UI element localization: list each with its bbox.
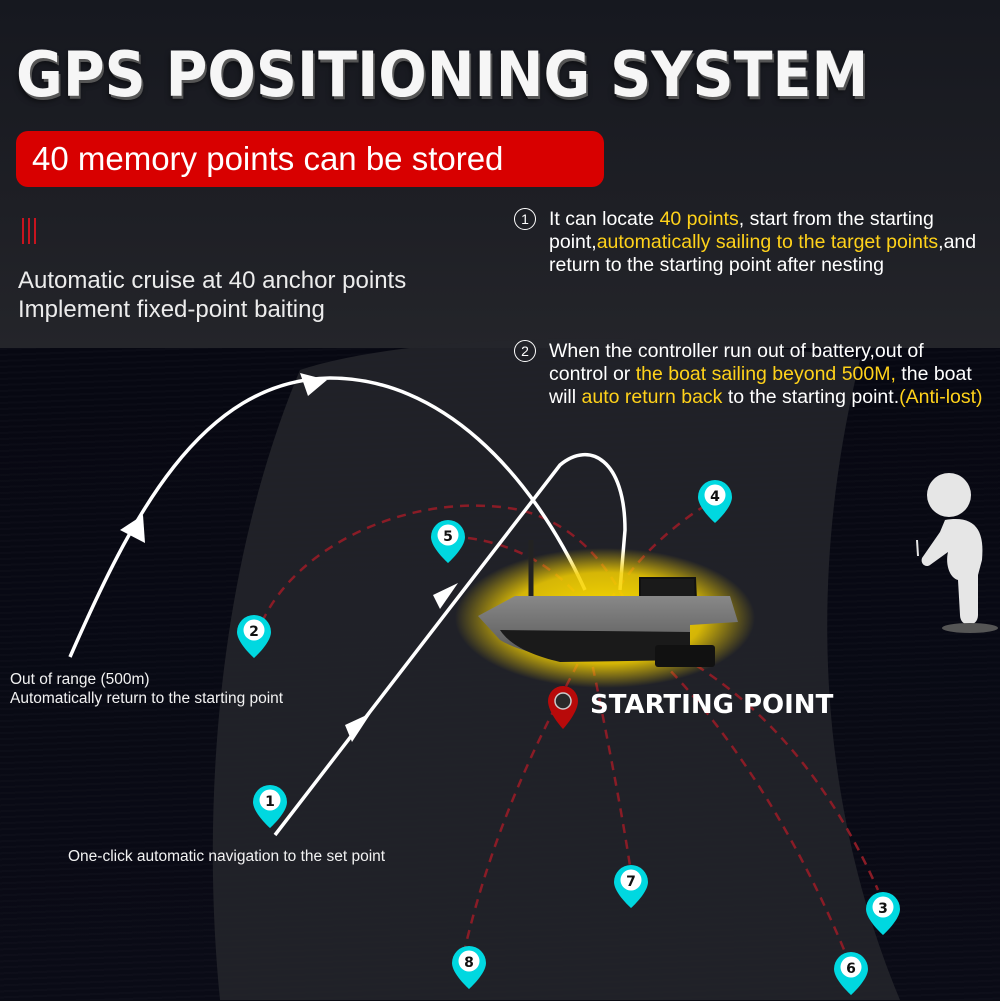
- page-title: GPS POSITIONING SYSTEM: [16, 38, 869, 111]
- boat-image: [455, 540, 755, 688]
- operator-figure-icon: [916, 473, 998, 633]
- waypoint-pin-5: 5: [443, 529, 453, 545]
- starting-point-label: STARTING POINT: [590, 690, 834, 720]
- cruise-line-1: Automatic cruise at 40 anchor points: [18, 267, 407, 294]
- waypoint-pin-8: 8: [464, 955, 474, 971]
- cruise-description: Automatic cruise at 40 anchor points Imp…: [18, 266, 406, 324]
- decorative-bars-icon: [22, 218, 38, 244]
- cruise-line-2: Implement fixed-point baiting: [18, 296, 325, 323]
- feature-2-text: When the controller run out of battery,o…: [549, 340, 983, 408]
- waypoint-pin-6: 6: [846, 961, 856, 977]
- out-of-range-label: Out of range (500m) Automatically return…: [10, 671, 284, 707]
- starting-point-pin-icon: [548, 686, 578, 729]
- memory-points-badge: 40 memory points can be stored: [16, 131, 604, 187]
- feature-1-text: It can locate 40 points, start from the …: [549, 208, 977, 276]
- one-click-label: One-click automatic navigation to the se…: [68, 848, 386, 865]
- waypoint-pin-4: 4: [710, 489, 720, 505]
- feature-2: 2 When the controller run out of battery…: [514, 340, 984, 409]
- waypoint-pin-7: 7: [626, 874, 636, 890]
- waypoint-pin-2: 2: [249, 624, 259, 640]
- waypoint-pin-3: 3: [878, 901, 888, 917]
- badge-label: 40 memory points can be stored: [32, 140, 504, 177]
- waypoint-pin-1: 1: [265, 794, 275, 810]
- feature-1: 1 It can locate 40 points, start from th…: [514, 208, 984, 277]
- circled-number-2-icon: 2: [514, 340, 536, 362]
- circled-number-1-icon: 1: [514, 208, 536, 230]
- direction-arrows: [120, 373, 458, 742]
